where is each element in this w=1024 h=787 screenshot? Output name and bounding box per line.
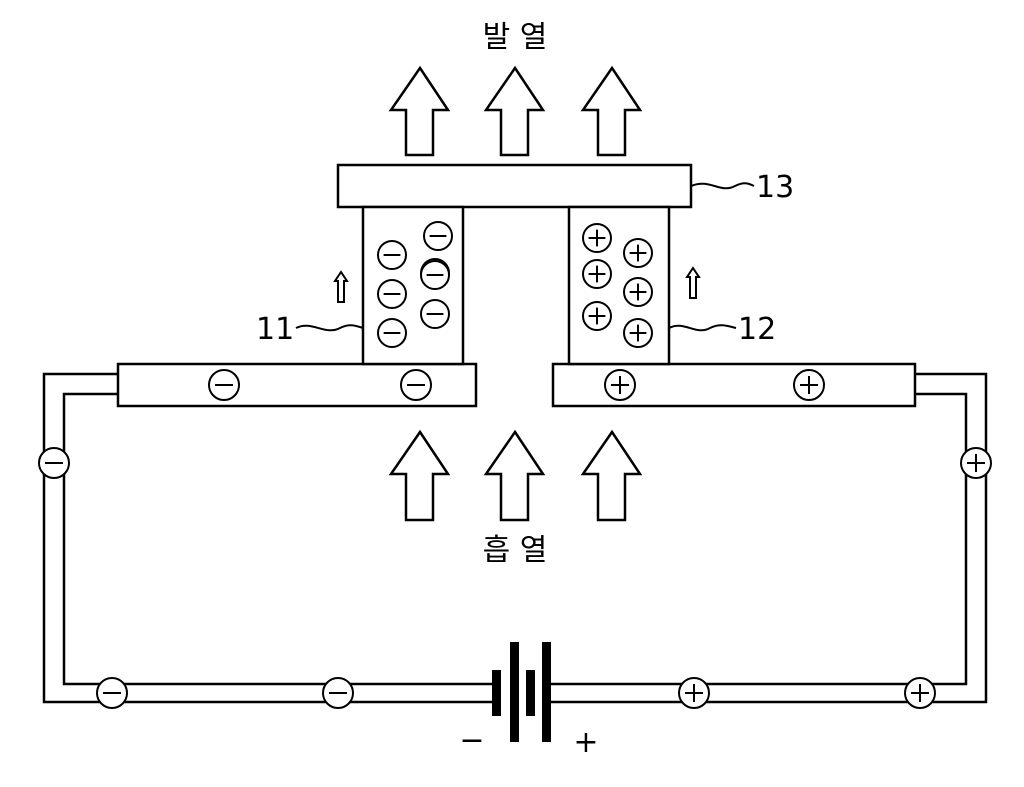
- up-arrow-icon: [388, 65, 451, 157]
- leader-13: [690, 182, 755, 190]
- positive-charge-icon: [623, 318, 653, 348]
- negative-charge-icon: [38, 447, 70, 479]
- ref-12: 12: [738, 312, 776, 347]
- negative-charge-icon: [322, 677, 354, 709]
- up-arrow-icon: [580, 65, 643, 157]
- positive-charge-icon: [582, 301, 612, 331]
- leader-11: [295, 324, 364, 332]
- leader-lines: [295, 182, 755, 332]
- battery: [492, 642, 551, 742]
- up-arrow-icon: [483, 429, 546, 522]
- top-plate: [336, 163, 693, 209]
- positive-charge-icon: [623, 238, 653, 268]
- charge-symbols: [38, 221, 992, 709]
- negative-charge-icon: [420, 299, 450, 329]
- negative-charge-icon: [423, 221, 453, 251]
- positive-charge-icon: [582, 259, 612, 289]
- p-type-leg: [567, 205, 671, 366]
- battery-negative-label: −: [459, 723, 484, 758]
- positive-charge-icon: [793, 369, 825, 401]
- up-arrow-icon: [388, 429, 451, 522]
- negative-charge-icon: [377, 240, 407, 270]
- negative-charge-icon: [400, 369, 432, 401]
- positive-charge-icon: [904, 677, 936, 709]
- heat-absorb-label: 흡 열: [483, 533, 548, 568]
- heat-release-label: 발 열: [483, 20, 548, 55]
- battery-cell: [526, 670, 535, 716]
- ref-11: 11: [256, 312, 294, 347]
- positive-charge-icon: [604, 369, 636, 401]
- battery-cell: [492, 670, 501, 716]
- negative-charge-icon: [96, 677, 128, 709]
- leader-12: [668, 324, 737, 332]
- positive-charge-icon: [960, 447, 992, 479]
- battery-cell: [510, 642, 519, 742]
- up-arrow-icon: [580, 429, 643, 522]
- battery-cell: [542, 642, 551, 742]
- positive-charge-icon: [582, 223, 612, 253]
- positive-charge-icon: [678, 677, 710, 709]
- negative-charge-icon: [377, 279, 407, 309]
- negative-charge-icon: [377, 318, 407, 348]
- positive-charge-icon: [623, 277, 653, 307]
- negative-charge-icon: [420, 260, 450, 290]
- current-arrow-icon: [333, 270, 349, 303]
- up-arrow-icon: [483, 65, 546, 157]
- battery-positive-label: +: [573, 725, 598, 760]
- current-arrow-icon: [685, 266, 701, 299]
- negative-charge-icon: [208, 369, 240, 401]
- heat-release-arrows: [388, 65, 643, 157]
- heat-absorb-arrows: [388, 429, 643, 522]
- ref-13: 13: [756, 170, 794, 205]
- circuit-wire: [42, 372, 988, 704]
